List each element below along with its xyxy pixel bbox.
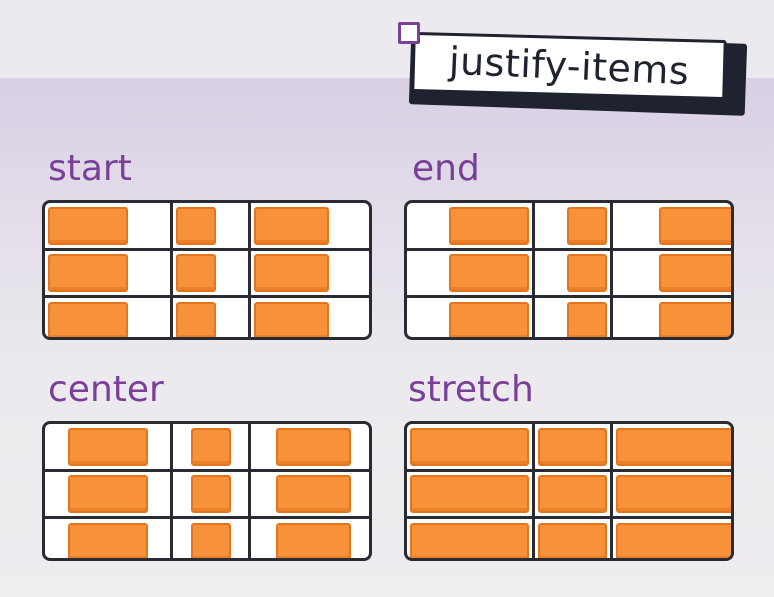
grid-column-divider xyxy=(248,424,251,558)
grid-row-divider xyxy=(407,516,731,519)
grid-item xyxy=(276,428,351,466)
grid-stretch xyxy=(404,421,734,561)
grid-item xyxy=(176,254,216,292)
grid-item xyxy=(659,207,731,245)
grid-end xyxy=(404,200,734,340)
panel-label-end: end xyxy=(412,148,480,189)
grid-row-divider xyxy=(45,295,369,298)
grid-item xyxy=(276,523,351,558)
grid-item xyxy=(254,207,329,245)
grid-column-divider xyxy=(170,424,173,558)
page-title: justify-items xyxy=(447,38,690,94)
grid-column-divider xyxy=(248,203,251,337)
grid-row-divider xyxy=(45,469,369,472)
grid-item xyxy=(410,523,529,558)
panel-label-center: center xyxy=(48,369,164,410)
grid-column-divider xyxy=(532,424,535,558)
grid-item xyxy=(538,523,607,558)
grid-column-divider xyxy=(610,424,613,558)
grid-item xyxy=(616,523,731,558)
grid-item xyxy=(68,428,148,466)
grid-item xyxy=(659,302,731,337)
grid-item xyxy=(191,475,231,513)
grid-row-divider xyxy=(45,516,369,519)
title-corner-square-icon xyxy=(398,22,420,44)
grid-item xyxy=(567,207,607,245)
grid-item xyxy=(191,428,231,466)
grid-column-divider xyxy=(610,203,613,337)
grid-item xyxy=(48,254,128,292)
panel-label-start: start xyxy=(48,148,132,189)
grid-item xyxy=(538,475,607,513)
grid-item xyxy=(68,523,148,558)
panel-label-stretch: stretch xyxy=(408,369,534,410)
grid-item xyxy=(48,302,128,337)
grid-column-divider xyxy=(532,203,535,337)
grid-item xyxy=(48,207,128,245)
grid-center xyxy=(42,421,372,561)
grid-item xyxy=(538,428,607,466)
grid-item xyxy=(276,475,351,513)
grid-row-divider xyxy=(45,248,369,251)
grid-item xyxy=(254,254,329,292)
grid-item xyxy=(567,302,607,337)
grid-item xyxy=(616,475,731,513)
grid-item xyxy=(410,428,529,466)
grid-item xyxy=(410,475,529,513)
grid-item xyxy=(567,254,607,292)
grid-row-divider xyxy=(407,469,731,472)
title-tag: justify-items xyxy=(398,22,754,122)
grid-column-divider xyxy=(170,203,173,337)
grid-item xyxy=(616,428,731,466)
grid-item xyxy=(191,523,231,558)
grid-item xyxy=(68,475,148,513)
grid-item xyxy=(659,254,731,292)
title-card: justify-items xyxy=(411,31,727,101)
grid-item xyxy=(449,254,529,292)
grid-item xyxy=(176,207,216,245)
grid-row-divider xyxy=(407,248,731,251)
grid-item xyxy=(176,302,216,337)
grid-item xyxy=(449,207,529,245)
grid-row-divider xyxy=(407,295,731,298)
grid-item xyxy=(449,302,529,337)
grid-start xyxy=(42,200,372,340)
grid-item xyxy=(254,302,329,337)
